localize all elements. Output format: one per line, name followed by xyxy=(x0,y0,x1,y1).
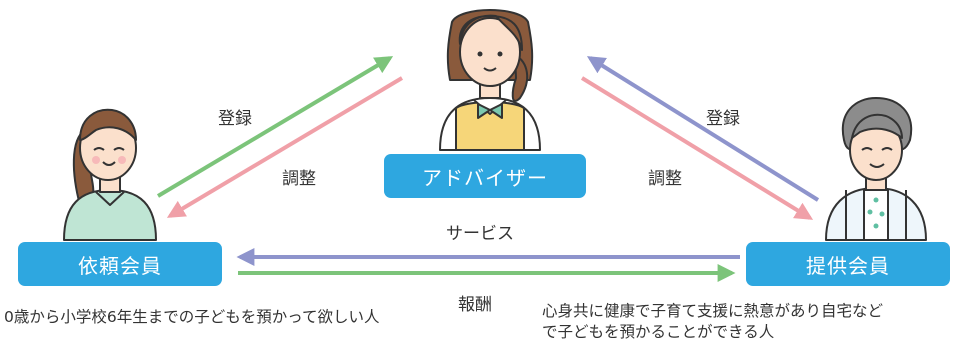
provider-box: 提供会員 xyxy=(746,242,950,286)
requester-person-illustration xyxy=(63,108,157,241)
provider-description-line1: 心身共に健康で子育て支援に熱意があり自宅など xyxy=(542,302,884,320)
arrow-register-left xyxy=(156,56,394,198)
arrow-adjust-right xyxy=(580,76,814,220)
requester-box: 依頼会員 xyxy=(18,242,222,286)
adviser-box: アドバイザー xyxy=(384,154,586,198)
provider-description-line2: で子どもを預かることができる人 xyxy=(542,323,775,341)
adjust-right-label: 調整 xyxy=(648,169,682,189)
register-left-label: 登録 xyxy=(218,109,252,129)
adviser-label: アドバイザー xyxy=(422,165,548,190)
service-label: サービス xyxy=(446,224,514,244)
requester-description: 0歳から小学校6年生までの子どもを預かって欲しい人 xyxy=(4,308,380,326)
provider-person-illustration xyxy=(825,97,927,241)
adjust-left-label: 調整 xyxy=(282,169,316,189)
register-right-label: 登録 xyxy=(706,109,740,129)
arrow-register-right xyxy=(586,56,820,202)
arrow-adjust-left xyxy=(166,76,404,218)
adviser-person-illustration xyxy=(439,9,541,151)
requester-label: 依頼会員 xyxy=(78,253,162,278)
reward-label: 報酬 xyxy=(458,295,492,315)
provider-label: 提供会員 xyxy=(806,253,890,278)
